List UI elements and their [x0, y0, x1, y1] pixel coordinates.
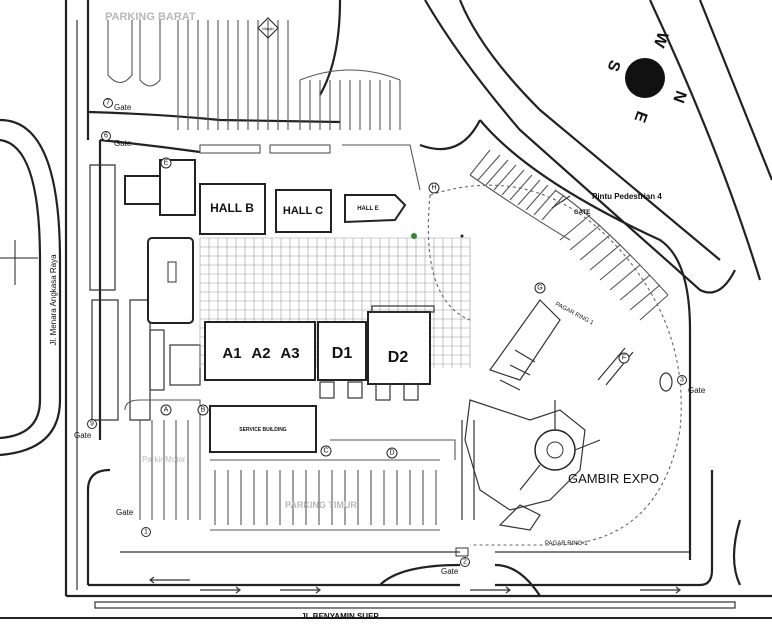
hall-d1-label: D1: [332, 345, 353, 362]
pintu-pedestrian-label: Pintu Pedestrian 4: [592, 192, 662, 201]
svg-text:2: 2: [463, 559, 467, 566]
jl-benyamin-label: JL.BENYAMIN SUEP: [301, 612, 379, 621]
pedestrian-gate-label: GATE: [574, 210, 590, 216]
svg-text:F: F: [622, 355, 626, 362]
hall-d1: D1: [317, 321, 367, 381]
svg-text:Gate: Gate: [116, 508, 134, 517]
loading-docks: [319, 381, 419, 401]
svg-text:B: B: [201, 407, 206, 414]
hall-e-label: HALL E: [357, 206, 379, 212]
hall-d2-label: D2: [388, 349, 409, 366]
svg-text:A: A: [164, 407, 169, 414]
svg-text:Gate: Gate: [114, 103, 132, 112]
hall-b-label: HALL B: [210, 201, 254, 215]
jl-menara-label: Jl. Menara Angkasa Raya: [49, 254, 58, 346]
compass-s: S: [603, 58, 623, 74]
svg-text:Gate: Gate: [688, 386, 706, 395]
hall-a1-label: A1: [222, 345, 241, 362]
gambir-expo-label: GAMBIR EXPO: [568, 471, 659, 486]
compass-n: N: [669, 88, 689, 105]
gambir-expo-area: [427, 184, 682, 546]
svg-text:Gate: Gate: [114, 139, 132, 148]
svg-text:G: G: [537, 285, 542, 292]
parking-timur-label: PARKING TIMUR: [285, 500, 357, 510]
svg-text:H: H: [431, 185, 436, 192]
parkir-motor-area: [124, 399, 201, 520]
svg-text:C: C: [323, 448, 328, 455]
svg-text:7: 7: [106, 100, 110, 107]
dot-marker: [460, 234, 464, 238]
svg-text:3: 3: [680, 377, 684, 384]
east-parking-area: [469, 149, 669, 321]
parking-barat-label: PARKING BARAT: [105, 11, 196, 23]
svg-text:D: D: [389, 450, 394, 457]
compass-disc-icon: [625, 58, 665, 98]
pagar-ring-top-label: PAGAR RING 1: [554, 301, 595, 326]
svg-text:Masjid: Masjid: [262, 26, 274, 31]
gate-3: 3 Gate: [677, 375, 706, 395]
svg-text:Gate: Gate: [441, 567, 459, 576]
compass-w: W: [649, 30, 670, 51]
gate-7: 7 Gate: [103, 98, 132, 112]
left-buildings: [124, 159, 201, 391]
hall-c: HALL C: [275, 189, 332, 233]
svg-text:6: 6: [104, 133, 108, 140]
hall-d2: D2: [367, 305, 435, 385]
parking-timur-area: [210, 439, 456, 531]
parkir-motor-label: Parkir Motor: [142, 455, 186, 464]
gatehouses: [455, 547, 469, 557]
gate-1: 1 Gate: [116, 508, 151, 537]
compass-e: E: [630, 109, 650, 125]
gate-6: 6 Gate: [101, 131, 132, 148]
svg-text:Gate: Gate: [74, 431, 92, 440]
compass: N E S W: [603, 30, 689, 125]
marker-a: A: [160, 404, 172, 416]
green-marker: [411, 233, 417, 239]
marker-b: B: [197, 404, 209, 416]
hall-a3-label: A3: [280, 345, 299, 362]
pedestrian-gate: GATE: [551, 195, 590, 216]
service-building-label: SERVICE BUILDING: [239, 427, 287, 433]
svg-text:E: E: [164, 160, 169, 167]
marker-f: F: [618, 352, 630, 364]
hall-a2-label: A2: [251, 345, 270, 362]
hall-a-block: A1 A2 A3: [204, 321, 316, 381]
marker-g: G: [534, 282, 546, 294]
service-building: SERVICE BUILDING: [209, 405, 317, 453]
parking-barat-area: Masjid: [107, 17, 421, 191]
hall-c-label: HALL C: [283, 205, 323, 217]
gate-9: 9 Gate: [74, 419, 97, 440]
hall-b: HALL B: [199, 183, 266, 235]
marker-d: D: [386, 447, 398, 459]
svg-text:9: 9: [90, 421, 94, 428]
hall-e: HALL E: [344, 194, 407, 224]
pagar-ring-bottom-label: PAGAR RING-1: [545, 541, 588, 547]
gate-2: 2 Gate: [441, 557, 470, 576]
svg-text:1: 1: [144, 529, 148, 536]
marker-c: C: [320, 445, 332, 457]
marker-h: H: [428, 182, 440, 194]
marker-e: E: [160, 157, 172, 169]
